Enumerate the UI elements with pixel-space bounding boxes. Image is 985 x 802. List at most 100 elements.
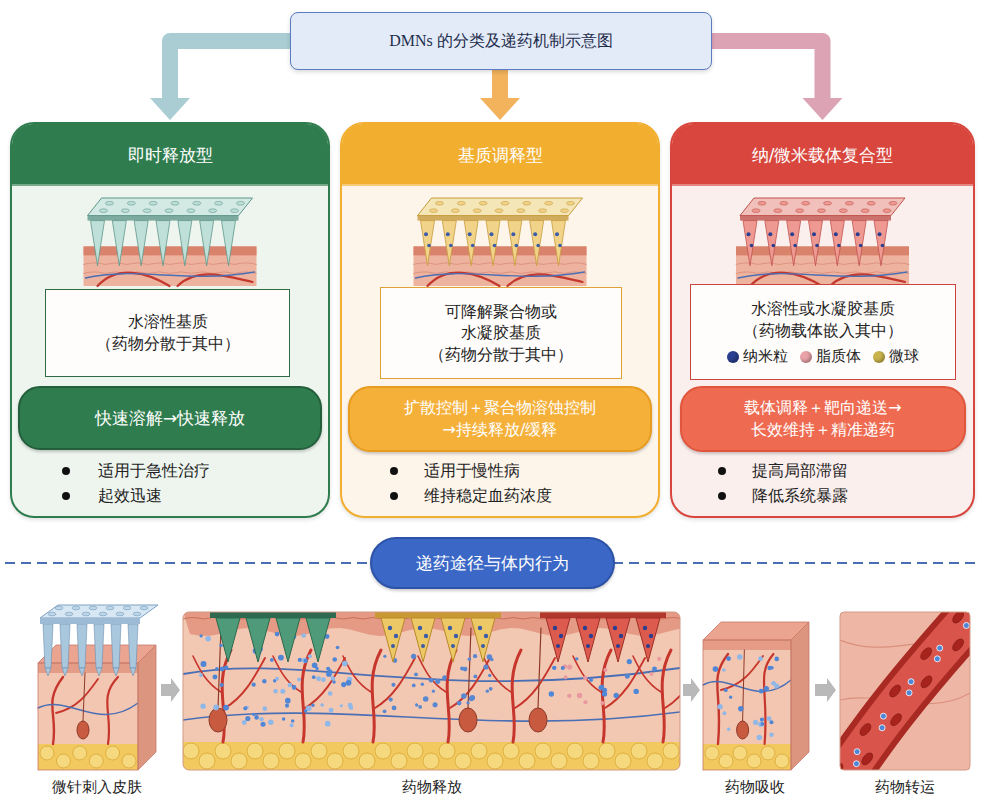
drug-dot [213,705,219,711]
blood-vessel [107,677,118,744]
needle-cap [143,209,151,213]
bullet-dot [718,492,726,500]
needle-cap [89,606,97,610]
carrier-dot [427,244,431,248]
carrier-dot [533,232,537,236]
drug-dot [316,676,321,681]
drug-dot [331,676,336,681]
needle-cap [121,209,129,213]
drug-dot [275,632,280,637]
blood-vessel [512,650,521,742]
drug-dot [461,693,467,699]
release-text: 扩散控制＋聚合物溶蚀控制 →持续释放/缓释 [404,397,596,440]
drug-dot [435,679,440,684]
microneedle [112,221,126,266]
drug-dot [411,654,416,659]
drug-dot [564,675,568,679]
fat-cell [761,746,775,760]
bullet-text: 适用于慢性病 [424,461,520,480]
bullet-text: 维持稳定血药浓度 [424,486,552,505]
drug-dot [261,722,266,727]
microneedle-patch [84,198,257,286]
drug-dot [383,655,386,658]
drug-dot [260,717,264,721]
fat-cell [199,753,215,769]
microneedle-patch [736,198,909,286]
drug-dot [577,693,582,698]
drug-dot [332,680,335,683]
skin-line [736,272,909,274]
carrier-dot [536,244,540,248]
fat-cell [359,753,375,769]
panel-header: 基质调释型 [342,124,658,186]
drug-dot [442,675,447,680]
drug-dot [348,703,353,708]
drug-dot [722,711,726,715]
needle-cap [48,612,56,616]
drug-dot [906,690,912,696]
needle-cap [501,201,509,205]
fat-cell [391,753,407,769]
drug-dot [251,683,255,687]
needle-cap [845,201,853,205]
carrier-dot [793,244,797,248]
blood-vessel [447,650,456,742]
fat-cell [615,753,631,769]
microneedle [606,618,630,662]
drug-dot [291,719,295,723]
hair-follicle [737,721,749,739]
arrow-shaft [170,41,290,98]
bullet-text: 适用于急性治疗 [98,461,210,480]
carrier-dot [418,626,422,630]
blood-vessel [305,658,345,708]
blood-vessel [515,658,555,708]
patch-edge [88,216,239,221]
drug-dot [633,689,638,694]
fat-layer [38,744,138,770]
drug-dot [383,709,387,713]
carrier-dot [837,244,841,248]
needle-cap [116,612,124,616]
needle-cap [209,209,217,213]
carrier-dot [878,232,882,236]
microneedle-tip [113,668,119,676]
drug-dot [205,636,211,642]
drug-dot [599,685,604,690]
fat-cell [631,743,647,759]
needle-cap [839,209,847,213]
vein [738,272,907,278]
bullet-dot [718,467,726,475]
bullet-item: 起效迅速 [98,485,162,507]
hair-follicle [209,708,227,732]
fat-cell [705,746,719,760]
carrier-dot [643,626,647,630]
drug-dot [650,672,654,676]
panel-title: 基质调释型 [458,144,543,167]
drug-dot [738,706,743,711]
microneedle [43,624,53,668]
drug-dot [315,667,318,670]
fat-cell [407,743,423,759]
fat-cell [106,746,120,760]
matrix-text: 水溶性或水凝胶基质 （药物载体嵌入其中） [743,298,903,341]
drug-dot [290,723,294,727]
drug-dot [908,679,914,685]
drug-dot [575,657,578,660]
carrier-dot [646,644,650,648]
fat-cell [247,743,263,759]
drug-dot [934,656,940,662]
skin-insertion-figure [38,605,158,770]
fat-layer [183,742,680,770]
microneedle [852,221,866,266]
carrier-dot [559,634,563,638]
drug-dot [473,674,477,678]
drug-dot [652,666,657,671]
fat-cell [775,754,789,768]
blood-vessel [372,650,381,742]
drug-dot [488,674,491,677]
blood-vessel [633,656,661,692]
skin-line [84,272,257,274]
microneedle-tip [79,668,85,676]
needle-cap [215,201,223,205]
drug-dot [713,666,719,672]
